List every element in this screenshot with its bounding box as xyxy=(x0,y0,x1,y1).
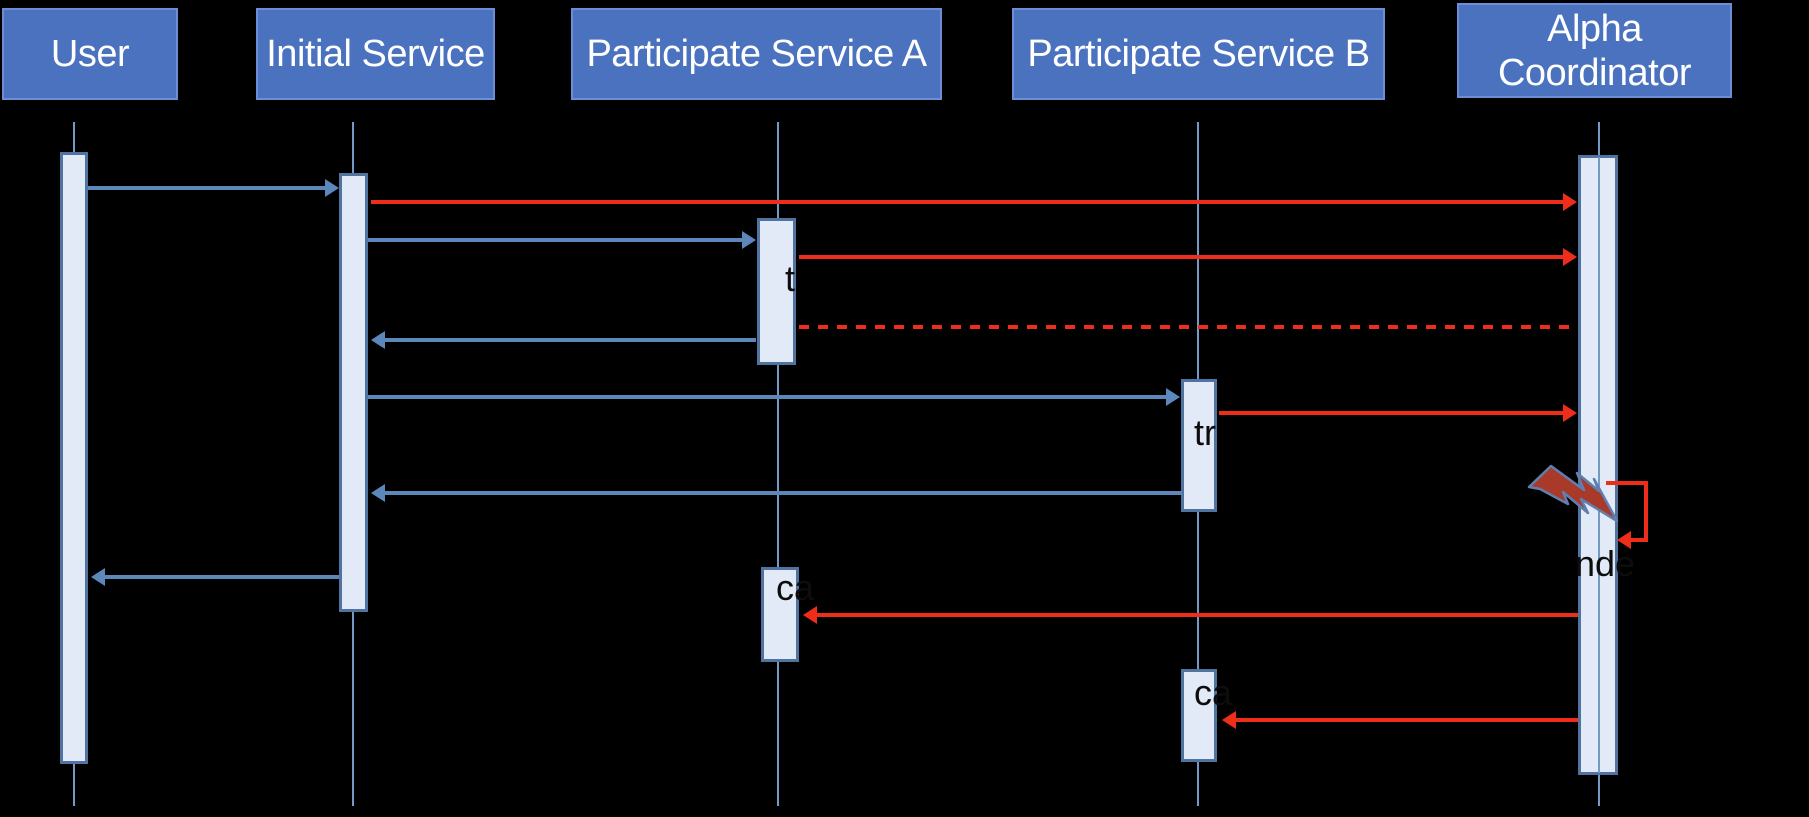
message-line-6 xyxy=(385,338,756,342)
message-line-3 xyxy=(368,238,742,242)
arrowhead-12 xyxy=(1222,711,1236,729)
message-line-12 xyxy=(1236,718,1578,722)
arrowhead-8 xyxy=(1563,404,1577,422)
label-fragment-1: t xyxy=(785,258,796,299)
message-line-10 xyxy=(105,575,339,579)
actor-header-participate-service-b: Participate Service B xyxy=(1012,8,1385,100)
arrowhead-11 xyxy=(803,606,817,624)
arrowhead-1 xyxy=(325,179,339,197)
arrowhead-3 xyxy=(742,231,756,249)
label-fragment-3: nde xyxy=(1575,543,1636,584)
actor-header-label: Participate Service A xyxy=(586,33,927,75)
label-fragment-2: tr xyxy=(1194,412,1216,453)
arrowhead-10 xyxy=(91,568,105,586)
actor-header-user: User xyxy=(2,8,178,100)
message-line-1 xyxy=(88,186,325,190)
message-line-9 xyxy=(385,491,1182,495)
label-fragment-4: ca xyxy=(776,567,815,608)
self-message-right xyxy=(1644,481,1648,542)
activation-bar-user-1 xyxy=(60,152,88,764)
arrowhead-9 xyxy=(371,484,385,502)
self-message-top xyxy=(1606,481,1648,485)
actor-header-label: Initial Service xyxy=(266,33,485,75)
self-message-arrowhead xyxy=(1617,531,1631,549)
actor-header-initial-service: Initial Service xyxy=(256,8,495,100)
arrowhead-7 xyxy=(1166,388,1180,406)
activation-bar-participate-service-b-2 xyxy=(1181,669,1217,762)
message-line-4 xyxy=(799,255,1563,259)
lifeline-participate-service-a xyxy=(777,122,779,806)
arrowhead-2 xyxy=(1563,193,1577,211)
activation-bar-participate-service-a-2 xyxy=(761,567,799,662)
activation-bar-participate-service-b-1 xyxy=(1181,379,1217,512)
actor-header-participate-service-a: Participate Service A xyxy=(571,8,942,100)
message-line-8 xyxy=(1219,411,1563,415)
message-line-5 xyxy=(799,325,1576,329)
activation-bar-initial-service-1 xyxy=(339,173,368,612)
actor-header-label: User xyxy=(50,33,130,75)
lifeline-overlay-alpha-coordinator xyxy=(1598,157,1600,773)
arrowhead-6 xyxy=(371,331,385,349)
activation-bar-participate-service-a-1 xyxy=(757,218,796,365)
actor-header-label: Participate Service B xyxy=(1027,33,1370,75)
self-message-bottom xyxy=(1629,538,1648,542)
label-fragment-5: ca xyxy=(1194,672,1233,713)
message-line-11 xyxy=(817,613,1578,617)
arrowhead-4 xyxy=(1563,248,1577,266)
message-line-2 xyxy=(371,200,1563,204)
message-line-7 xyxy=(368,395,1166,399)
